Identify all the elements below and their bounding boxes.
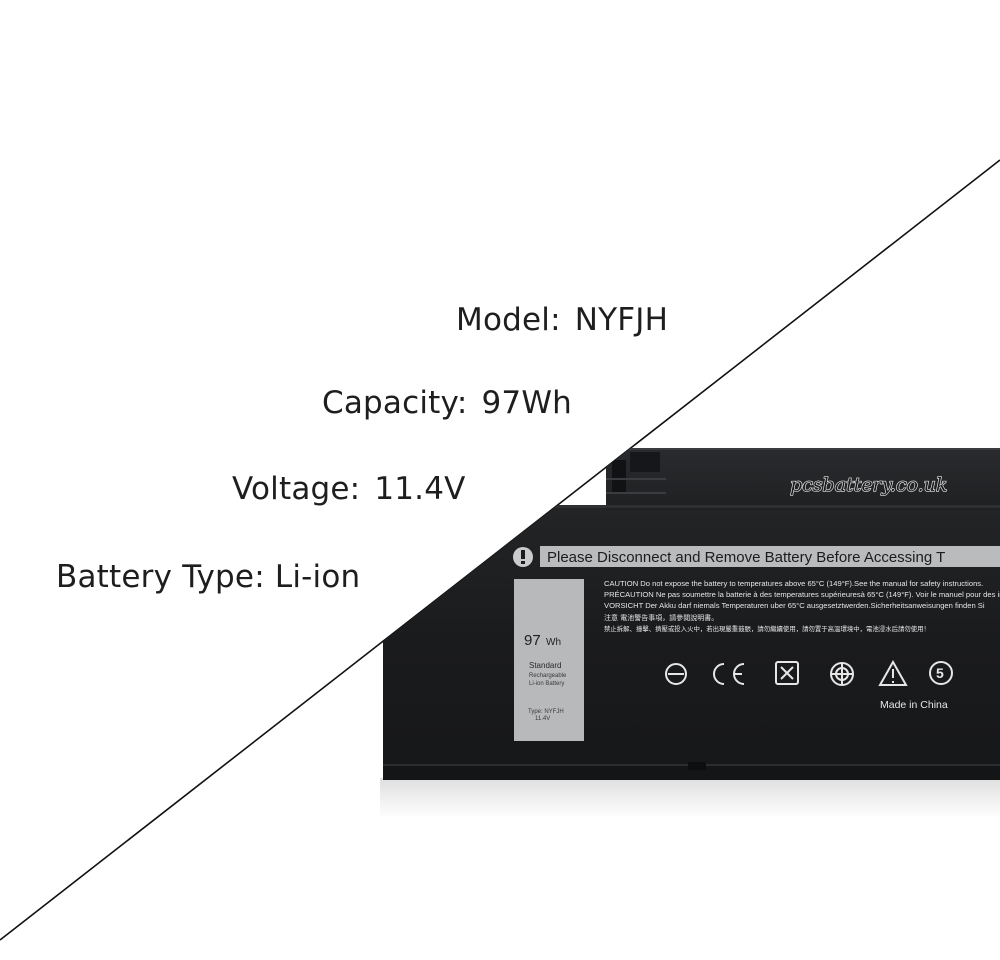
spec-battery-type-label: Battery Type: xyxy=(56,559,265,595)
spec-battery-type-value: Li-ion xyxy=(274,559,361,595)
label-voltage-line: 11.4V xyxy=(535,716,550,722)
battery-label-card xyxy=(514,579,584,741)
caution-line-fr: PRÉCAUTION Ne pas soumettre la batterie … xyxy=(604,590,1000,599)
caution-line-zh1: 注意 電池警告事項，請參閱說明書。 xyxy=(604,613,718,622)
spec-capacity-label: Capacity: xyxy=(322,385,468,421)
warning-banner-text: Please Disconnect and Remove Battery Bef… xyxy=(547,549,945,566)
recycling-number: 5 xyxy=(936,665,944,681)
spec-model-label: Model: xyxy=(456,302,561,338)
spec-capacity: Capacity: 97Wh xyxy=(322,385,572,421)
warning-triangle-icon xyxy=(878,659,908,686)
warning-banner xyxy=(540,546,1000,567)
spec-model: Model: NYFJH xyxy=(456,302,668,338)
label-type-line: Type: NYFJH xyxy=(528,709,564,715)
label-line-standard: Standard xyxy=(529,661,561,670)
spec-voltage-label: Voltage: xyxy=(232,471,361,507)
watermark-text: pcsbattery.co.uk xyxy=(790,474,947,496)
caution-line-de: VORSICHT Der Akku darf niemals Temperatu… xyxy=(604,601,985,610)
spec-voltage: Voltage: 11.4V xyxy=(232,471,466,507)
caution-line-en: CAUTION Do not expose the battery to tem… xyxy=(604,579,983,588)
made-in-china-text: Made in China xyxy=(880,699,948,711)
label-capacity-number: 97 xyxy=(524,632,541,649)
certification-icons xyxy=(665,659,953,686)
label-line-rechargeable: Rechargeable xyxy=(529,673,567,679)
spec-voltage-value: 11.4V xyxy=(374,471,466,507)
recycling-circle-icon xyxy=(929,661,953,685)
recycle-logo-icon xyxy=(775,661,799,685)
safety-mark-icon xyxy=(830,662,854,686)
caution-line-zh2: 禁止拆解、撞擊、擠壓或投入火中，若出現嚴重鼓脹，請勿繼續使用，請勿置于高溫環境中… xyxy=(604,624,930,633)
label-line-liion: Li-ion Battery xyxy=(529,681,564,687)
spec-model-value: NYFJH xyxy=(574,302,669,338)
ground-symbol-icon xyxy=(665,663,687,685)
spec-capacity-value: 97Wh xyxy=(481,385,573,421)
ce-mark-icon xyxy=(713,663,745,685)
battery-photo: Please Disconnect and Remove Battery Bef… xyxy=(380,448,1000,818)
label-capacity-unit: Wh xyxy=(546,637,561,648)
spec-battery-type: Battery Type:Li-ion xyxy=(56,559,360,595)
